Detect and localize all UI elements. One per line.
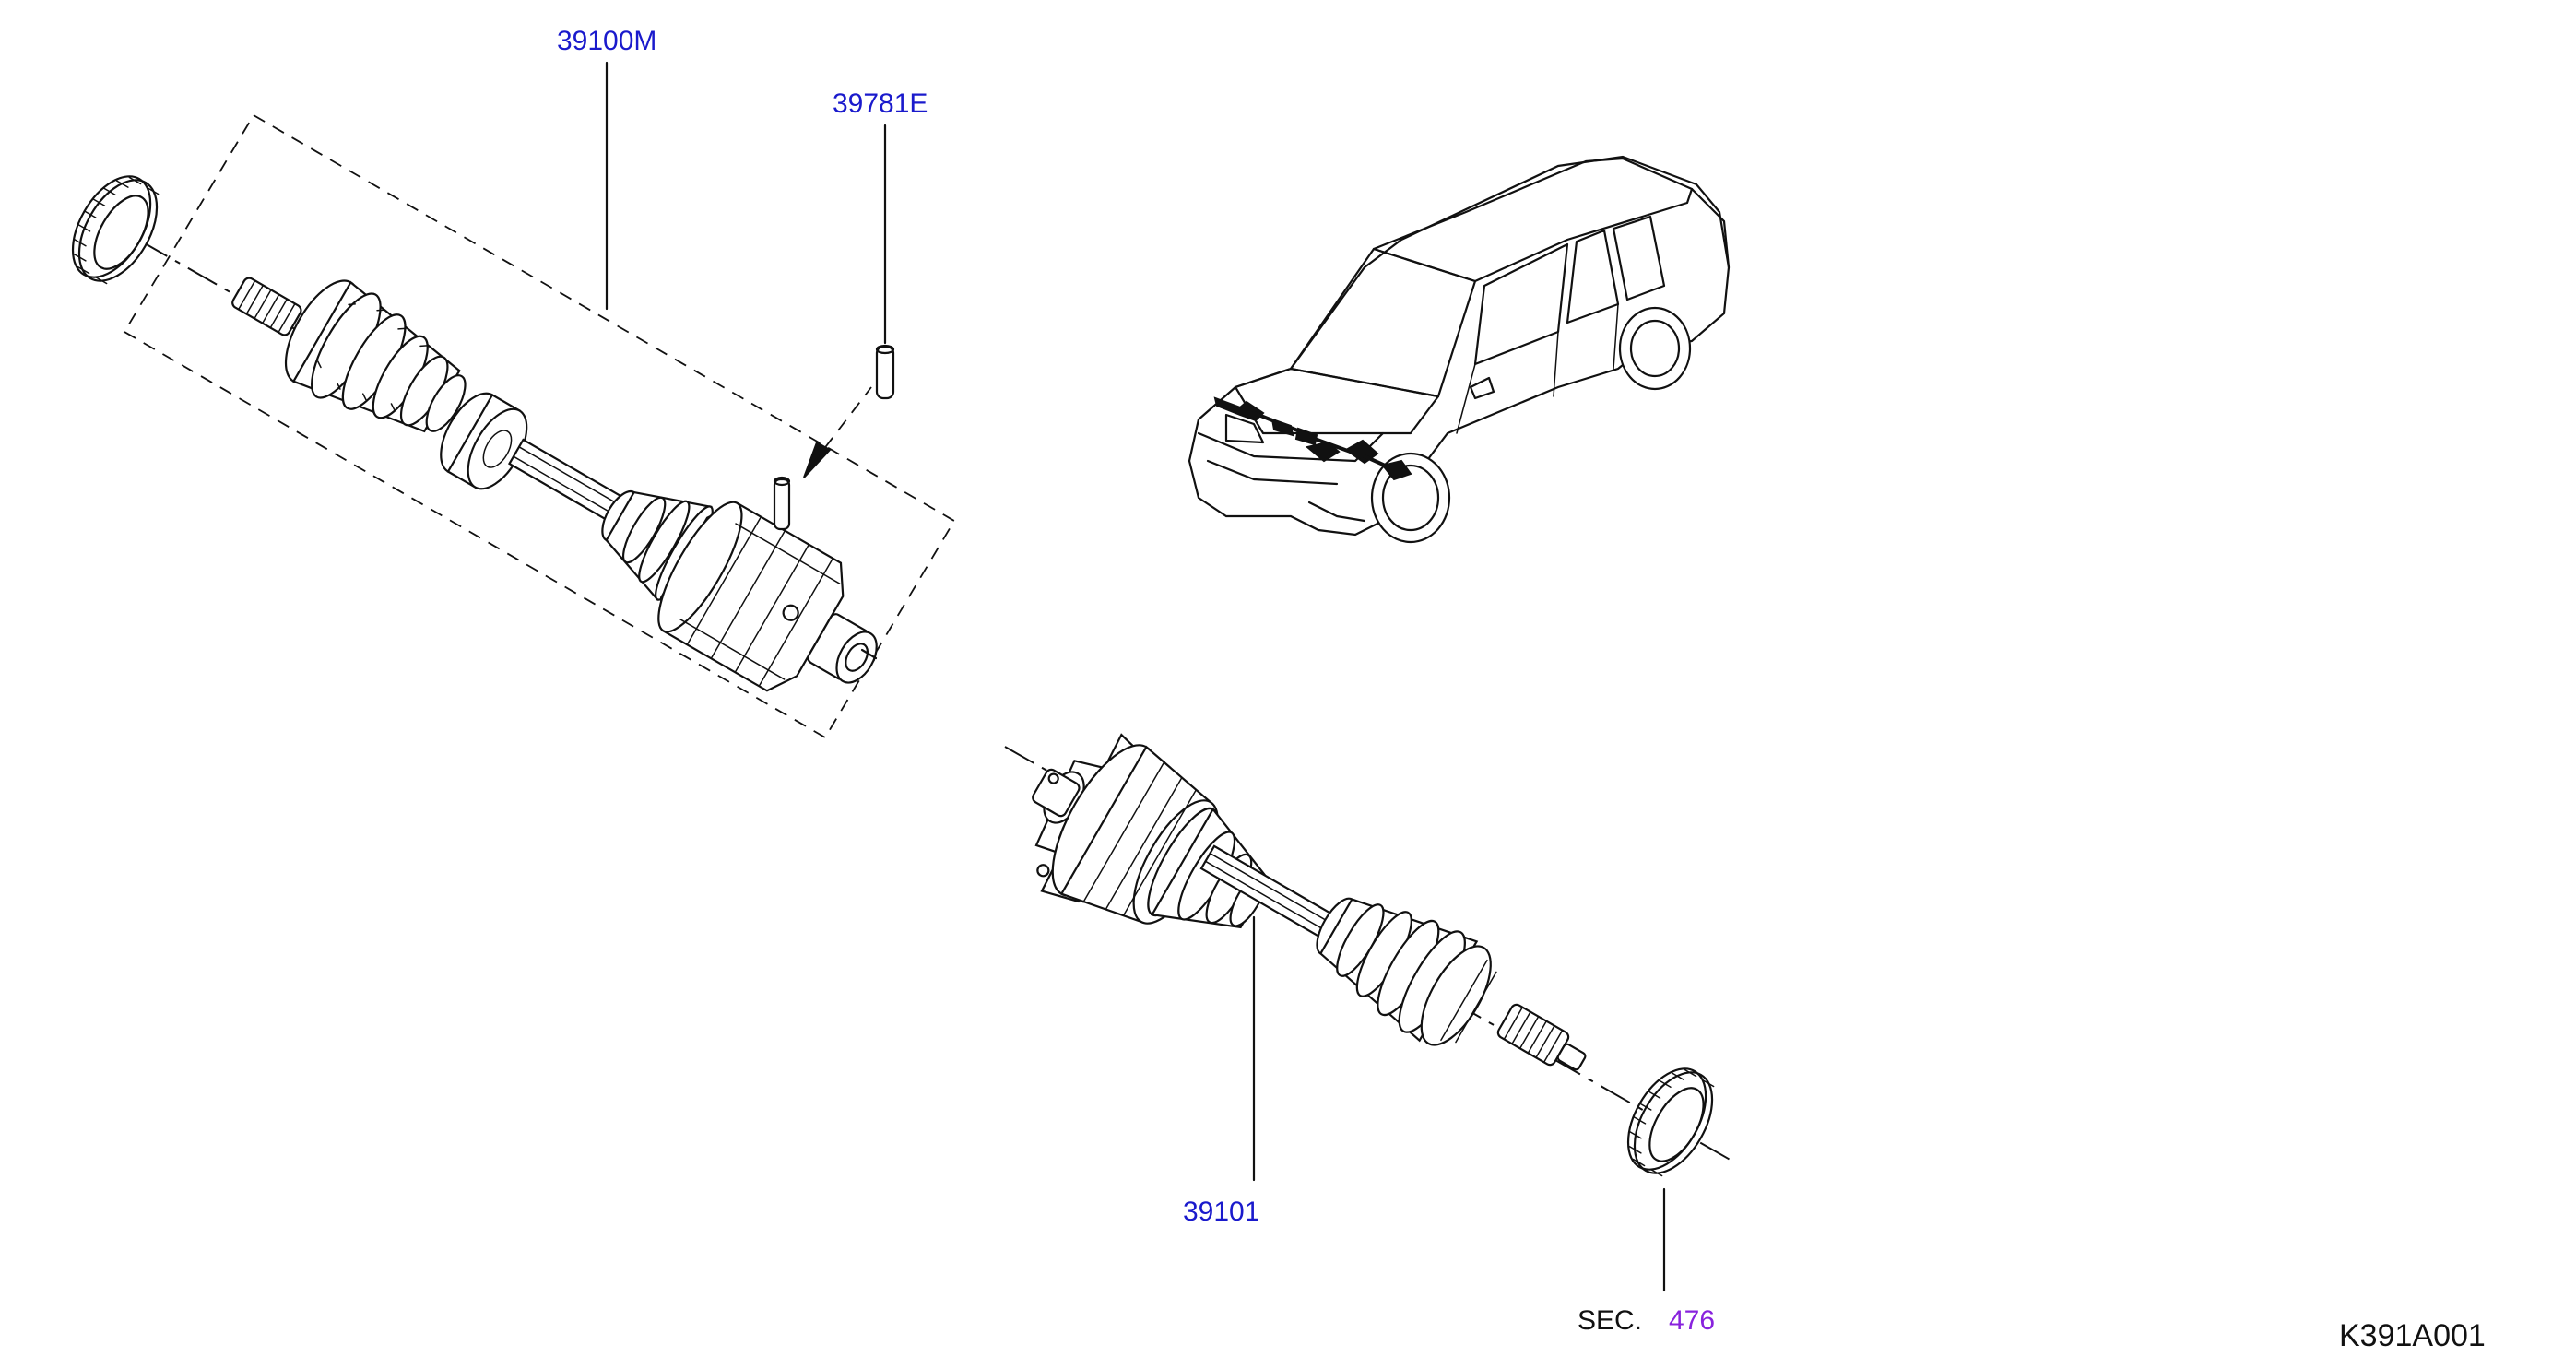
pin-icon[interactable] bbox=[875, 344, 895, 400]
section-prefix: SEC. bbox=[1578, 1305, 1643, 1336]
part-number-39781e[interactable]: 39781E bbox=[833, 88, 928, 119]
drawing-code: K391A001 bbox=[2339, 1318, 2486, 1353]
part-number-39101[interactable]: 39101 bbox=[1183, 1197, 1260, 1227]
vehicle-sedan-icon bbox=[1188, 155, 1731, 544]
drive-shaft-rh-illustration[interactable] bbox=[994, 710, 1734, 1162]
vehicle-drive-shaft-highlight bbox=[1213, 396, 1412, 481]
drive-shaft-lh-illustration[interactable] bbox=[230, 268, 908, 730]
drive-shaft-assembly-group[interactable] bbox=[57, 113, 956, 739]
pin-installed-icon bbox=[773, 386, 872, 531]
abs-sensor-ring-rh-icon[interactable] bbox=[1613, 1055, 1729, 1186]
section-link-476[interactable]: 476 bbox=[1669, 1305, 1716, 1336]
assembly-boundary-dashed bbox=[123, 113, 956, 739]
part-number-39100m[interactable]: 39100M bbox=[557, 26, 657, 56]
abs-sensor-ring-icon[interactable] bbox=[57, 163, 173, 294]
